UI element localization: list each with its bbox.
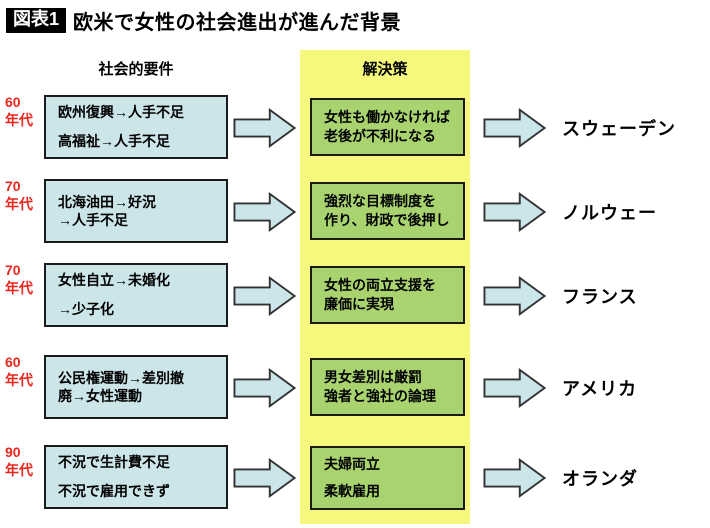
flow-row-sweden: 60年代 欧州復興→人手不足 高福祉→人手不足 女性も働かなければ 老後が不利に…	[0, 94, 710, 162]
solution-box: 女性も働かなければ 老後が不利になる	[310, 98, 465, 156]
solution-line: 老後が不利になる	[324, 128, 436, 144]
requirement-box: 公民権運動→差別撤 廃→女性運動	[44, 355, 228, 419]
right-arrow-icon	[483, 367, 547, 409]
solution-box: 強烈な目標制度を 作り、財政で後押し	[310, 182, 465, 240]
right-arrow-icon	[483, 107, 547, 149]
requirement-box: 不況で生計費不足 不況で雇用できず	[44, 445, 228, 509]
solution-box: 男女差別は厳罰 強者と強社の論理	[310, 358, 465, 416]
solution-line: 作り、財政で後押し	[324, 212, 450, 228]
era-label: 70年代	[5, 178, 33, 212]
solution-box: 夫婦両立 柔軟雇用	[310, 446, 465, 510]
requirement-line: 女性自立→未婚化	[58, 272, 170, 289]
right-arrow-icon	[483, 191, 547, 233]
solution-line: 女性の両立支援を	[324, 277, 436, 294]
right-arrow-icon	[233, 191, 297, 233]
requirement-line: 欧州復興→人手不足	[58, 104, 184, 121]
figure-title: 図表1 欧米で女性の社会進出が進んだ背景	[6, 6, 401, 35]
right-arrow-icon	[483, 275, 547, 317]
right-arrow-icon	[233, 275, 297, 317]
country-label: スウェーデン	[562, 119, 676, 139]
requirement-line: →少子化	[58, 301, 114, 317]
right-arrow-icon	[233, 107, 297, 149]
country-label: ノルウェー	[562, 203, 657, 223]
flow-row-norway: 70年代 北海油田→好況 →人手不足 強烈な目標制度を 作り、財政で後押し ノル…	[0, 178, 710, 246]
requirement-box: 女性自立→未婚化 →少子化	[44, 263, 228, 327]
requirement-line: 北海油田→好況	[58, 193, 156, 210]
requirement-line: 廃→女性運動	[58, 388, 142, 404]
figure-title-text: 欧米で女性の社会進出が進んだ背景	[73, 12, 402, 34]
figure-number-badge: 図表1	[6, 8, 67, 33]
column-header-solutions: 解決策	[362, 61, 408, 78]
era-label: 60年代	[5, 94, 33, 128]
column-header-requirements: 社会的要件	[98, 61, 174, 78]
flow-row-netherlands: 90年代 不況で生計費不足 不況で雇用できず 夫婦両立 柔軟雇用 オランダ	[0, 444, 710, 512]
requirement-line: 公民権運動→差別撤	[58, 369, 184, 386]
requirement-line: →人手不足	[58, 212, 128, 228]
solution-line: 強者と強社の論理	[324, 388, 436, 404]
requirement-line: 不況で雇用できず	[58, 483, 170, 499]
solution-line: 廉価に実現	[324, 296, 394, 312]
solution-line: 強烈な目標制度を	[324, 193, 436, 210]
requirement-box: 北海油田→好況 →人手不足	[44, 179, 228, 243]
era-label: 90年代	[5, 444, 33, 478]
solution-line: 男女差別は厳罰	[324, 369, 422, 386]
right-arrow-icon	[233, 457, 297, 499]
country-label: アメリカ	[562, 379, 638, 399]
requirement-box: 欧州復興→人手不足 高福祉→人手不足	[44, 95, 228, 159]
solution-line: 女性も働かなければ	[324, 109, 450, 126]
era-label: 70年代	[5, 262, 33, 296]
country-label: オランダ	[562, 469, 638, 489]
solution-box: 女性の両立支援を 廉価に実現	[310, 266, 465, 324]
right-arrow-icon	[483, 457, 547, 499]
requirement-line: 高福祉→人手不足	[58, 133, 170, 149]
flow-row-france: 70年代 女性自立→未婚化 →少子化 女性の両立支援を 廉価に実現 フランス	[0, 262, 710, 330]
solution-line: 夫婦両立	[324, 456, 380, 473]
flow-row-america: 60年代 公民権運動→差別撤 廃→女性運動 男女差別は厳罰 強者と強社の論理 ア…	[0, 354, 710, 422]
right-arrow-icon	[233, 367, 297, 409]
requirement-line: 不況で生計費不足	[58, 454, 170, 471]
solution-line: 柔軟雇用	[324, 483, 380, 499]
era-label: 60年代	[5, 354, 33, 388]
country-label: フランス	[562, 287, 638, 307]
